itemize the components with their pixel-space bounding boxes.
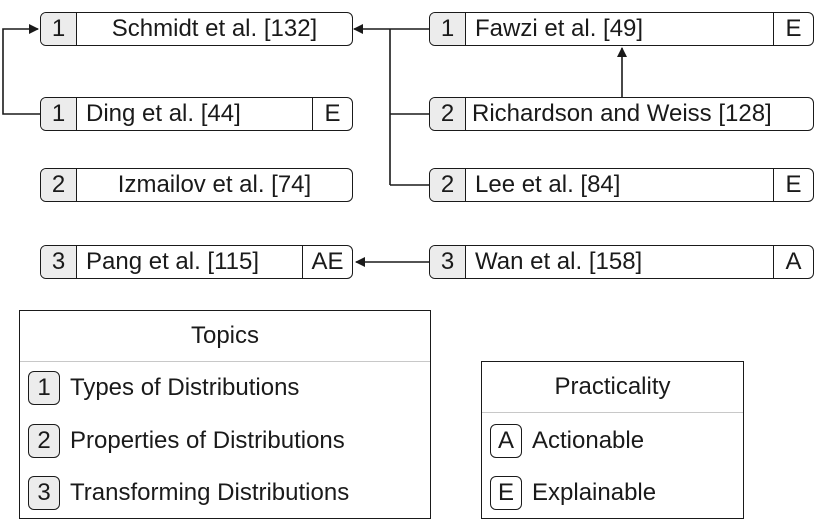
node-izmailov: 2 Izmailov et al. [74]: [40, 168, 353, 202]
node-lee: 2 Lee et al. [84] E: [429, 168, 814, 202]
topic-badge: 1: [41, 98, 77, 130]
node-pang: 3 Pang et al. [115] AE: [40, 245, 353, 279]
practicality-badge: AE: [302, 246, 352, 278]
paper-label: Wan et al. [158]: [475, 248, 643, 275]
topic-badge: 1: [430, 13, 466, 45]
legend-item-topic-3: 3 Transforming Distributions: [28, 476, 349, 510]
practicality-badge: E: [773, 13, 813, 45]
topics-legend-title: Topics: [20, 311, 430, 362]
practicality-legend: Practicality A Actionable E Explainable: [481, 361, 744, 519]
practicality-chip: E: [490, 476, 522, 510]
practicality-label: Explainable: [532, 479, 657, 506]
topic-badge: 2: [41, 169, 77, 201]
node-richardson: 2 Richardson and Weiss [128]: [429, 97, 814, 131]
topic-chip: 2: [28, 424, 60, 458]
node-ding: 1 Ding et al. [44] E: [40, 97, 353, 131]
topic-badge: 3: [41, 246, 77, 278]
paper-label: Fawzi et al. [49]: [475, 15, 644, 42]
topic-label: Properties of Distributions: [70, 427, 345, 454]
practicality-label: Actionable: [532, 427, 645, 454]
topic-badge: 3: [430, 246, 466, 278]
paper-label: Izmailov et al. [74]: [117, 171, 312, 198]
topic-label: Types of Distributions: [70, 374, 300, 401]
topic-chip: 1: [28, 371, 60, 405]
topic-badge: 2: [430, 169, 466, 201]
practicality-badge: E: [312, 98, 352, 130]
topics-legend: Topics 1 Types of Distributions 2 Proper…: [19, 310, 431, 519]
legend-item-actionable: A Actionable: [490, 424, 644, 458]
paper-label: Lee et al. [84]: [475, 171, 621, 198]
practicality-badge: E: [773, 169, 813, 201]
paper-label: Pang et al. [115]: [86, 248, 260, 275]
practicality-badge: A: [773, 246, 813, 278]
topic-badge: 2: [430, 98, 466, 130]
node-schmidt: 1 Schmidt et al. [132]: [40, 12, 353, 46]
legend-item-explainable: E Explainable: [490, 476, 656, 510]
practicality-legend-title: Practicality: [482, 362, 743, 413]
legend-item-topic-1: 1 Types of Distributions: [28, 371, 299, 405]
node-fawzi: 1 Fawzi et al. [49] E: [429, 12, 814, 46]
topic-badge: 1: [41, 13, 77, 45]
topic-chip: 3: [28, 476, 60, 510]
legend-item-topic-2: 2 Properties of Distributions: [28, 424, 345, 458]
edge-ding-to-schmidt: [2, 24, 40, 115]
paper-label: Richardson and Weiss [128]: [472, 100, 772, 127]
topic-label: Transforming Distributions: [70, 479, 350, 506]
node-wan: 3 Wan et al. [158] A: [429, 245, 814, 279]
paper-label: Schmidt et al. [132]: [111, 15, 318, 42]
practicality-chip: A: [490, 424, 522, 458]
paper-label: Ding et al. [44]: [86, 100, 241, 127]
